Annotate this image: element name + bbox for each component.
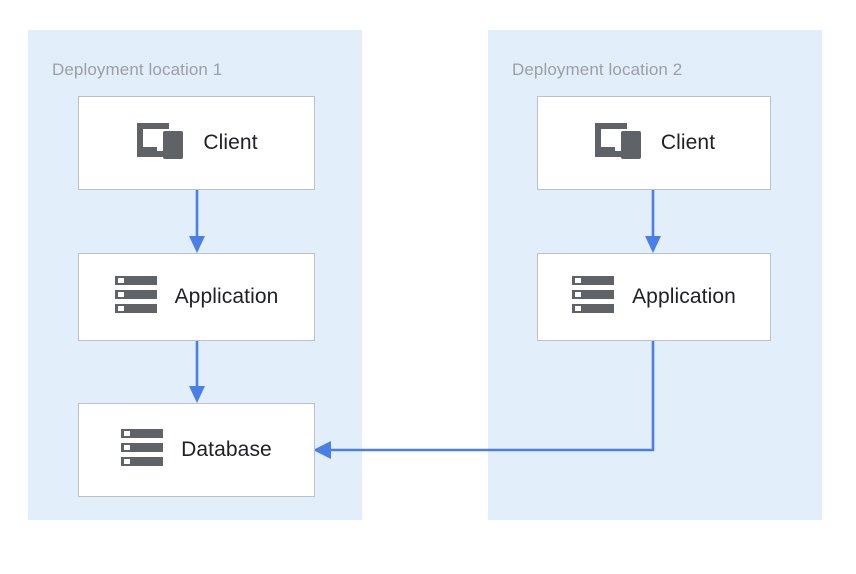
node-label-application-1: Application [174, 285, 279, 308]
node-label-client-2: Client [660, 131, 716, 154]
node-label-client-1: Client [203, 131, 258, 154]
devices-icon [593, 121, 643, 166]
node-application-1[interactable]: Application [78, 253, 315, 341]
node-application-2[interactable]: Application [537, 253, 771, 341]
node-database-1[interactable]: Database [78, 403, 315, 497]
node-label-database-1: Database [181, 438, 272, 461]
node-label-application-2: Application [632, 285, 736, 308]
devices-icon [135, 121, 185, 166]
zone-title-deployment-location-1: Deployment location 1 [52, 60, 223, 79]
node-client-2[interactable]: Client [537, 96, 771, 190]
zone-title-deployment-location-2: Deployment location 2 [512, 60, 683, 79]
node-client-1[interactable]: Client [78, 96, 315, 190]
server-icon [114, 275, 157, 319]
server-icon [572, 275, 615, 319]
server-icon [121, 428, 164, 472]
